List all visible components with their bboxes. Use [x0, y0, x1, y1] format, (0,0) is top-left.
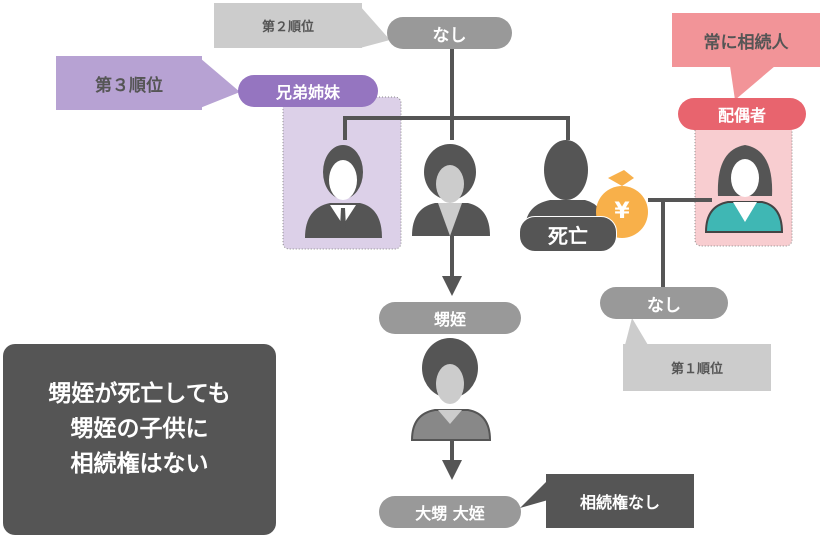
nephew-niece-node: 甥姪	[379, 302, 521, 334]
no-inherit-callout-tail	[520, 480, 548, 508]
rank1-callout-tail	[625, 318, 648, 345]
grand-nephew-niece-node: 大甥 大姪	[379, 496, 521, 528]
yen-icon: ¥	[614, 199, 630, 224]
no-inherit-callout-label: 相続権なし	[579, 493, 660, 512]
spouse-callout: 常に相続人	[672, 13, 820, 67]
rank1-callout: 第１順位	[623, 344, 771, 391]
rank2-callout-label: 第２順位	[261, 20, 314, 35]
siblings-line	[343, 116, 570, 140]
spouse-node-label: 配偶者	[717, 106, 766, 125]
siblings-node-label: 兄弟姉妹	[275, 83, 340, 102]
parents-node-label: なし	[432, 25, 467, 46]
note-line-3: 相続権はない	[70, 451, 209, 477]
nephew-person-icon	[410, 338, 492, 441]
siblings-node: 兄弟姉妹	[238, 75, 378, 107]
note-box: 甥姪が死亡しても 甥姪の子供に 相続権はない	[3, 344, 276, 535]
rank2-callout-tail	[360, 6, 390, 48]
rank3-callout-tail	[200, 58, 240, 108]
children-node-label: なし	[647, 295, 681, 316]
sibling-female-icon	[412, 144, 490, 236]
rank3-callout-label: 第３順位	[95, 75, 163, 96]
spouse-callout-label: 常に相続人	[703, 32, 789, 53]
spouse-node: 配偶者	[678, 98, 806, 130]
spouse-callout-tail	[730, 66, 775, 100]
arrow-head-nephew	[442, 276, 462, 296]
sibling-male-icon	[305, 145, 382, 238]
rank1-callout-label: 第１順位	[670, 362, 723, 377]
deceased-badge-label: 死亡	[548, 223, 588, 248]
rank2-callout: 第２順位	[214, 3, 362, 48]
spouse-female-icon	[704, 145, 784, 233]
note-line-2: 甥姪の子供に	[70, 416, 209, 442]
note-line-1: 甥姪が死亡しても	[48, 381, 231, 407]
rank3-callout: 第３順位	[56, 56, 202, 110]
nephew-niece-node-label: 甥姪	[433, 310, 466, 329]
parents-node: なし	[387, 17, 512, 49]
grand-nephew-niece-node-label: 大甥 大姪	[415, 504, 485, 523]
deceased-badge: 死亡	[519, 216, 617, 252]
children-node: なし	[600, 287, 728, 319]
money-bag-yen-symbol: ¥	[608, 198, 636, 226]
no-inherit-callout: 相続権なし	[546, 474, 694, 528]
arrow-head-grand	[442, 460, 462, 480]
